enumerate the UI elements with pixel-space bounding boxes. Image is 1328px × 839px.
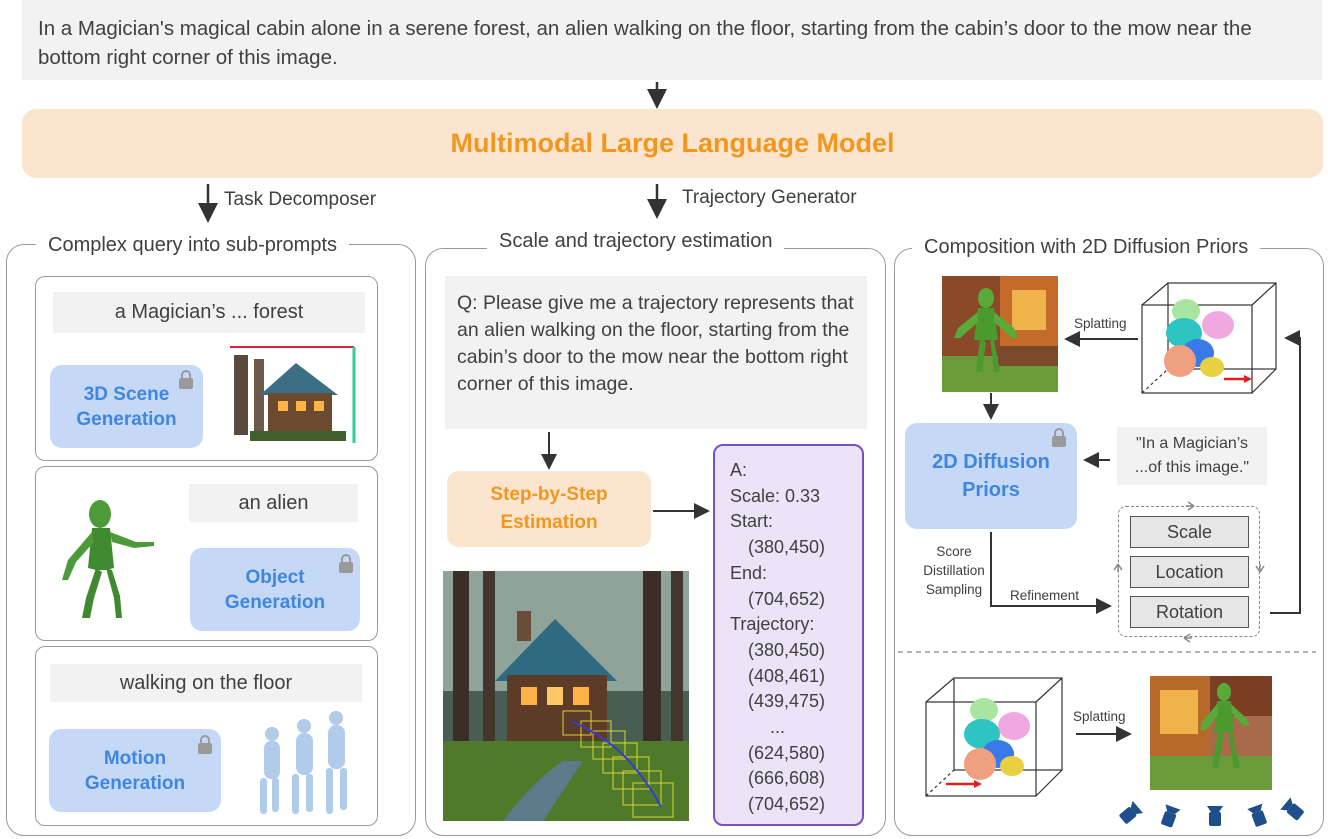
answer-label: A: <box>730 460 748 480</box>
middle-panel-title: Scale and trajectory estimation <box>487 230 785 253</box>
end-value: (704,652) <box>748 588 826 609</box>
object-generation-label: Object Generation <box>224 566 326 613</box>
trajectory-generator-label: Trajectory Generator <box>682 187 857 208</box>
scale-parameter: Scale <box>1130 516 1249 548</box>
splatting-bottom-label: Splatting <box>1073 709 1126 724</box>
refinement-label: Refinement <box>1010 588 1080 603</box>
trajectory-point: (439,475) <box>748 691 826 712</box>
3d-gaussian-box-bottom-image <box>925 677 1063 797</box>
lock-icon <box>179 370 193 389</box>
end-label: End: <box>730 562 768 583</box>
scene-trajectory-image <box>443 571 689 821</box>
trajectory-ellipsis: ... <box>770 717 786 738</box>
start-value: (380,450) <box>748 537 826 558</box>
3d-scene-render-image <box>230 345 358 445</box>
lock-icon <box>1052 428 1066 447</box>
scale-value: Scale: 0.33 <box>730 485 821 506</box>
lock-icon <box>339 554 353 573</box>
motion-prompt: walking on the floor <box>50 664 362 702</box>
params-to-3d-arrow <box>1270 330 1301 614</box>
walking-motion-image <box>260 711 347 814</box>
trajectory-label: Trajectory: <box>730 614 815 635</box>
object-prompt: an alien <box>189 484 358 522</box>
location-parameter: Location <box>1130 556 1249 588</box>
trajectory-point: (624,580) <box>748 742 826 763</box>
mllm-box: Multimodal Large Language Model <box>22 109 1323 178</box>
step-by-step-estimation-label: Step-by-Step Estimation <box>490 484 608 533</box>
2d-diffusion-priors-label: 2D Diffusion Priors <box>932 451 1050 501</box>
task-decomposer-label: Task Decomposer <box>224 189 377 210</box>
input-query: In a Magician's magical cabin alone in a… <box>22 0 1322 80</box>
answer-box: A: Scale: 0.33 Start: (380,450) End: (70… <box>713 444 864 826</box>
trajectory-point: (408,461) <box>748 665 826 686</box>
scene-generation-label: 3D Scene Generation <box>76 383 177 430</box>
refinement-arrow <box>990 532 1112 614</box>
object-generation-module: Object Generation <box>190 548 360 631</box>
start-label: Start: <box>730 511 774 532</box>
step-by-step-estimation-box: Step-by-Step Estimation <box>447 471 651 547</box>
text-prompt-quote: "In a Magician’s ...of this image." <box>1117 427 1267 485</box>
lock-icon <box>198 735 212 754</box>
splatting-top-label: Splatting <box>1074 316 1127 331</box>
motion-generation-module: Motion Generation <box>49 729 221 812</box>
trajectory-point: (704,652) <box>748 794 826 815</box>
trajectory-point: (380,450) <box>748 639 826 660</box>
score-distillation-label: Score Distillation Sampling <box>923 544 985 597</box>
rendered-view-image <box>942 276 1058 392</box>
left-panel-title: Complex query into sub-prompts <box>36 234 350 257</box>
final-render-image <box>1150 676 1272 790</box>
scene-prompt: a Magician’s ... forest <box>53 292 365 333</box>
question-box: Q: Please give me a trajectory represent… <box>445 276 867 429</box>
alien-figure-image <box>62 500 154 618</box>
rotation-parameter: Rotation <box>1130 596 1249 628</box>
right-panel-title: Composition with 2D Diffusion Priors <box>912 236 1261 259</box>
motion-generation-label: Motion Generation <box>84 747 186 794</box>
cycle-arrows <box>1113 501 1265 643</box>
trajectory-point: (666,608) <box>748 768 826 789</box>
camera-icons <box>1119 797 1304 828</box>
scene-generation-module: 3D Scene Generation <box>50 365 203 448</box>
3d-gaussian-box-image <box>1141 282 1277 394</box>
2d-diffusion-priors-module: 2D Diffusion Priors <box>905 423 1077 529</box>
